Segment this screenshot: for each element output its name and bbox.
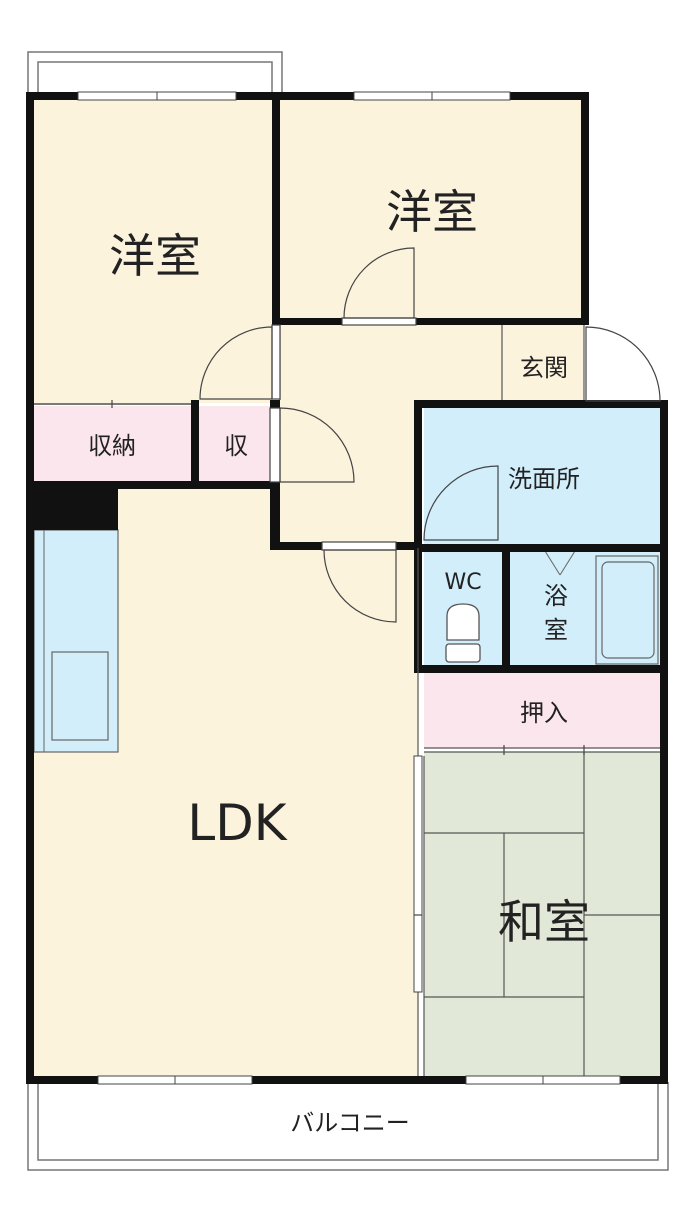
bottom-balcony-outline [27, 1082, 669, 1171]
hallway-floor [274, 320, 584, 404]
toilet-label: WC [444, 570, 481, 595]
bathtub-icon [595, 555, 659, 665]
storage-1-floor [34, 406, 191, 481]
storage-2-floor [199, 406, 274, 481]
western-room-2-floor [280, 98, 584, 320]
closet-floor [424, 672, 660, 748]
bath-label-line1: 浴 [544, 582, 568, 610]
japanese-room-label: 和室 [498, 895, 590, 949]
storage-1-label: 収納 [88, 432, 136, 460]
windows [77, 91, 621, 1085]
top-balcony-outline [27, 51, 283, 96]
closet-label: 押入 [520, 699, 568, 727]
western-room-1-label: 洋室 [109, 229, 201, 283]
ldk-label: LDK [187, 794, 287, 852]
bath-label-line2: 室 [544, 616, 568, 644]
doors [34, 247, 661, 916]
western-room-1-floor [34, 98, 274, 403]
sink-icon [51, 651, 109, 741]
bath-door-lines [544, 550, 576, 576]
western-room-2-label: 洋室 [386, 185, 478, 239]
tatami-lines [424, 752, 660, 1077]
entrance-label: 玄関 [520, 354, 568, 382]
washroom-label: 洗面所 [508, 465, 580, 493]
toilet-icon [445, 603, 481, 663]
washroom-floor [424, 406, 660, 546]
kitchen-column [28, 486, 118, 530]
kitchen-counter [33, 529, 119, 753]
storage-2-label: 収 [224, 432, 248, 460]
balcony-label: バルコニー [290, 1109, 410, 1137]
